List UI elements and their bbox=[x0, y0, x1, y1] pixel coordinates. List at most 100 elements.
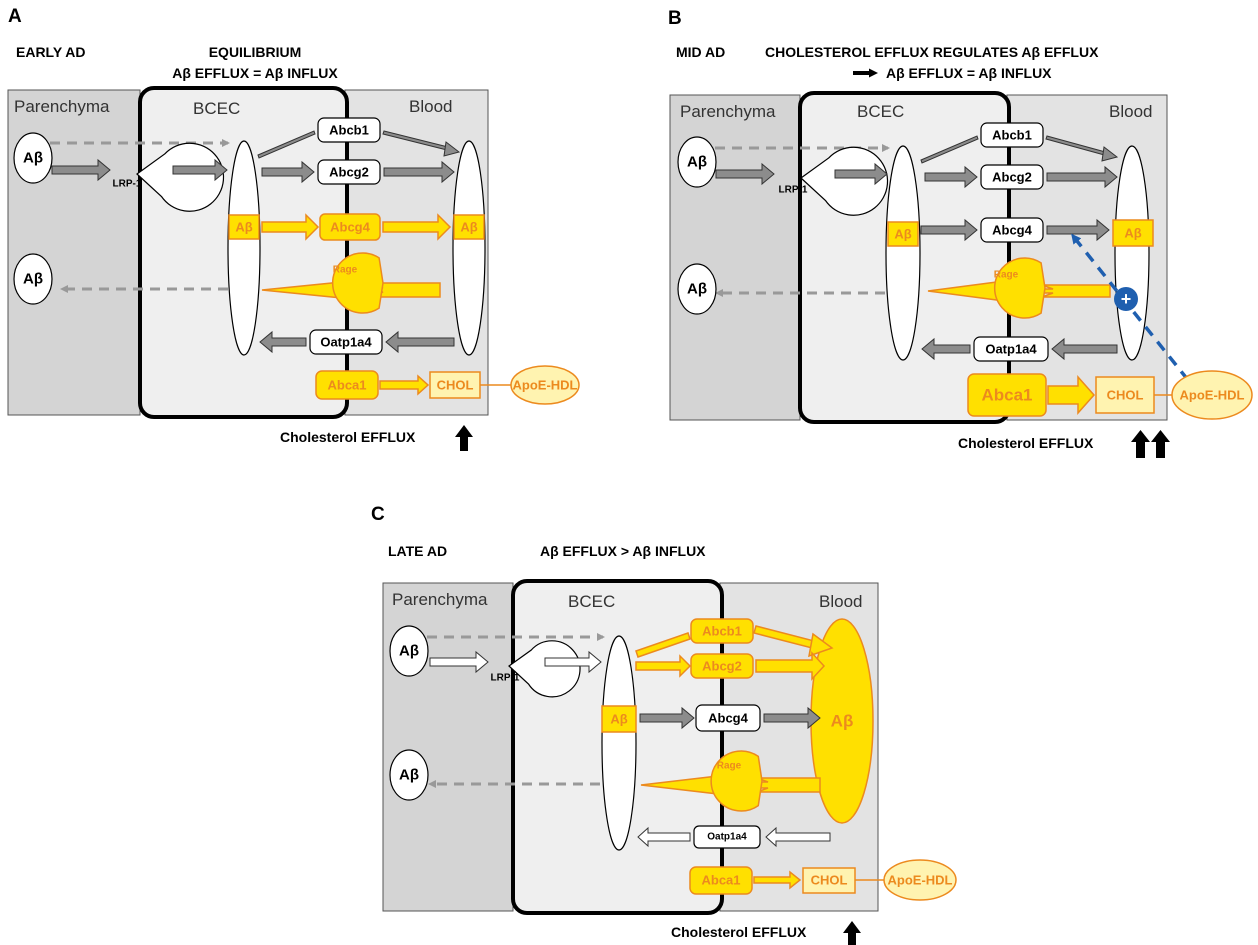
luminal-membrane bbox=[452, 140, 486, 356]
abeta-efflux-arrow bbox=[635, 654, 692, 678]
panel-headline: CHOLESTEROL EFFLUX REGULATES Aβ EFFLUX bbox=[765, 44, 1099, 60]
transport-arrow bbox=[639, 706, 695, 730]
lrp1-influx-arrow bbox=[715, 162, 775, 186]
abcb1-label: Abcb1 bbox=[329, 123, 369, 138]
abca1-label: Abca1 bbox=[701, 873, 740, 888]
abcb1-label: Abcb1 bbox=[702, 624, 742, 639]
lrp1-receptor bbox=[800, 146, 889, 216]
amyloid-beta-label: Aβ bbox=[610, 712, 627, 727]
chol-label: CHOL bbox=[437, 378, 474, 393]
bcec-label: BCEC bbox=[857, 102, 904, 121]
abcg2-label: Abcg2 bbox=[329, 165, 369, 180]
transport-arrow bbox=[920, 135, 979, 164]
abca1-transporter bbox=[967, 373, 1047, 417]
transport-arrow bbox=[1051, 337, 1118, 361]
abcb1-label: Abcb1 bbox=[992, 128, 1032, 143]
arrow-head bbox=[443, 141, 461, 157]
luminal-membrane bbox=[1114, 145, 1150, 361]
oatp1a4-transporter bbox=[309, 329, 383, 355]
amyloid-beta-node bbox=[389, 625, 429, 677]
abcg2-label: Abcg2 bbox=[992, 170, 1032, 185]
abcg4-label: Abcg4 bbox=[992, 223, 1033, 238]
abcg4-transporter bbox=[319, 213, 381, 241]
cholesterol-efflux-arrow bbox=[379, 374, 430, 396]
abcb1-transporter bbox=[980, 122, 1044, 148]
amyloid-beta-label: Aβ bbox=[894, 227, 911, 242]
amyloid-beta-label: Aβ bbox=[687, 281, 707, 298]
bcec-label: BCEC bbox=[193, 99, 240, 118]
parenchyma-label: Parenchyma bbox=[14, 97, 110, 116]
apoe-hdl-particle bbox=[510, 365, 580, 405]
amyloid-beta-blood bbox=[1112, 219, 1154, 247]
lrp1-influx-arrow bbox=[429, 650, 489, 674]
panel-a: A EARLY AD EQUILIBRIUM Aβ EFFLUX = Aβ IN… bbox=[7, 6, 580, 451]
rage-receptor bbox=[332, 252, 384, 314]
abcg2-label: Abcg2 bbox=[702, 659, 742, 674]
plus-label: + bbox=[1121, 289, 1132, 309]
oatp1a4-label: Oatp1a4 bbox=[985, 342, 1037, 357]
panel-letter: B bbox=[668, 8, 682, 29]
transport-arrow bbox=[637, 826, 691, 848]
apoe-hdl-particle bbox=[1171, 370, 1253, 420]
oatp1a4-transporter bbox=[973, 336, 1049, 362]
abeta-efflux-arrow bbox=[635, 632, 691, 658]
regulation-dashed-arrow bbox=[1071, 233, 1190, 382]
transport-arrow bbox=[763, 706, 821, 730]
rage-label: Rage bbox=[717, 761, 742, 772]
amyloid-beta-label: Aβ bbox=[831, 712, 854, 731]
abcg4-transporter bbox=[695, 704, 761, 732]
amyloid-beta-label: Aβ bbox=[1124, 226, 1141, 241]
panel-letter: A bbox=[8, 6, 22, 27]
cholesterol-efflux-arrow bbox=[1047, 375, 1096, 415]
disease-stage: EARLY AD bbox=[16, 44, 86, 60]
oatp1a4-transporter bbox=[693, 825, 761, 849]
abluminal-membrane bbox=[227, 140, 261, 356]
transport-arrow bbox=[385, 330, 455, 354]
amyloid-beta-label: Aβ bbox=[687, 154, 707, 171]
chol-label: CHOL bbox=[811, 873, 848, 888]
amyloid-beta-label: Aβ bbox=[399, 643, 419, 660]
lrp1-receptor bbox=[136, 142, 225, 212]
apoe-hdl-label: ApoE-HDL bbox=[1180, 388, 1245, 403]
abcg4-transporter bbox=[980, 217, 1044, 243]
panel-b: B MID AD CHOLESTEROL EFFLUX REGULATES Aβ… bbox=[668, 8, 1253, 458]
abeta-efflux-arrow bbox=[261, 213, 320, 241]
lrp1-label: LRP-1 bbox=[113, 179, 142, 190]
apoe-hdl-label: ApoE-HDL bbox=[888, 873, 953, 888]
parenchyma-label: Parenchyma bbox=[680, 102, 776, 121]
disease-stage: LATE AD bbox=[388, 543, 447, 559]
transport-arrow bbox=[765, 826, 831, 848]
abca1-label: Abca1 bbox=[981, 386, 1032, 405]
lrp1-influx-arrow bbox=[51, 158, 111, 182]
transport-arrow bbox=[834, 162, 888, 186]
amyloid-beta-label: Aβ bbox=[399, 767, 419, 784]
transport-arrow bbox=[920, 218, 978, 242]
amyloid-beta-bcec bbox=[601, 705, 637, 733]
panel-headline: EQUILIBRIUM bbox=[209, 44, 302, 60]
cholesterol-efflux-label: Cholesterol EFFLUX bbox=[280, 429, 416, 445]
rage-label: Rage bbox=[994, 270, 1019, 281]
up-arrow-icon bbox=[843, 921, 861, 945]
amyloid-beta-node bbox=[13, 253, 53, 305]
up-arrow-icon bbox=[455, 425, 473, 451]
amyloid-beta-label: Aβ bbox=[235, 220, 252, 235]
panel-letter: C bbox=[371, 504, 385, 525]
rage-label: Rage bbox=[333, 265, 358, 276]
transport-arrow bbox=[921, 337, 971, 361]
amyloid-beta-label: Aβ bbox=[460, 220, 477, 235]
transport-arrow bbox=[172, 158, 228, 182]
apoe-hdl-particle bbox=[883, 859, 957, 901]
apoe-hdl-label: ApoE-HDL bbox=[513, 378, 578, 393]
transport-arrow bbox=[924, 165, 978, 189]
lrp1-receptor bbox=[508, 640, 581, 698]
abluminal-membrane bbox=[885, 145, 921, 361]
abeta-efflux-arrow bbox=[382, 213, 452, 241]
abcg2-transporter bbox=[690, 653, 754, 679]
abca1-transporter bbox=[689, 866, 753, 895]
rage-receptor bbox=[994, 257, 1046, 319]
transport-arrow bbox=[383, 160, 455, 184]
disease-stage: MID AD bbox=[676, 44, 725, 60]
abeta-efflux-arrow bbox=[755, 651, 826, 681]
up-arrow-icon bbox=[1151, 430, 1170, 458]
